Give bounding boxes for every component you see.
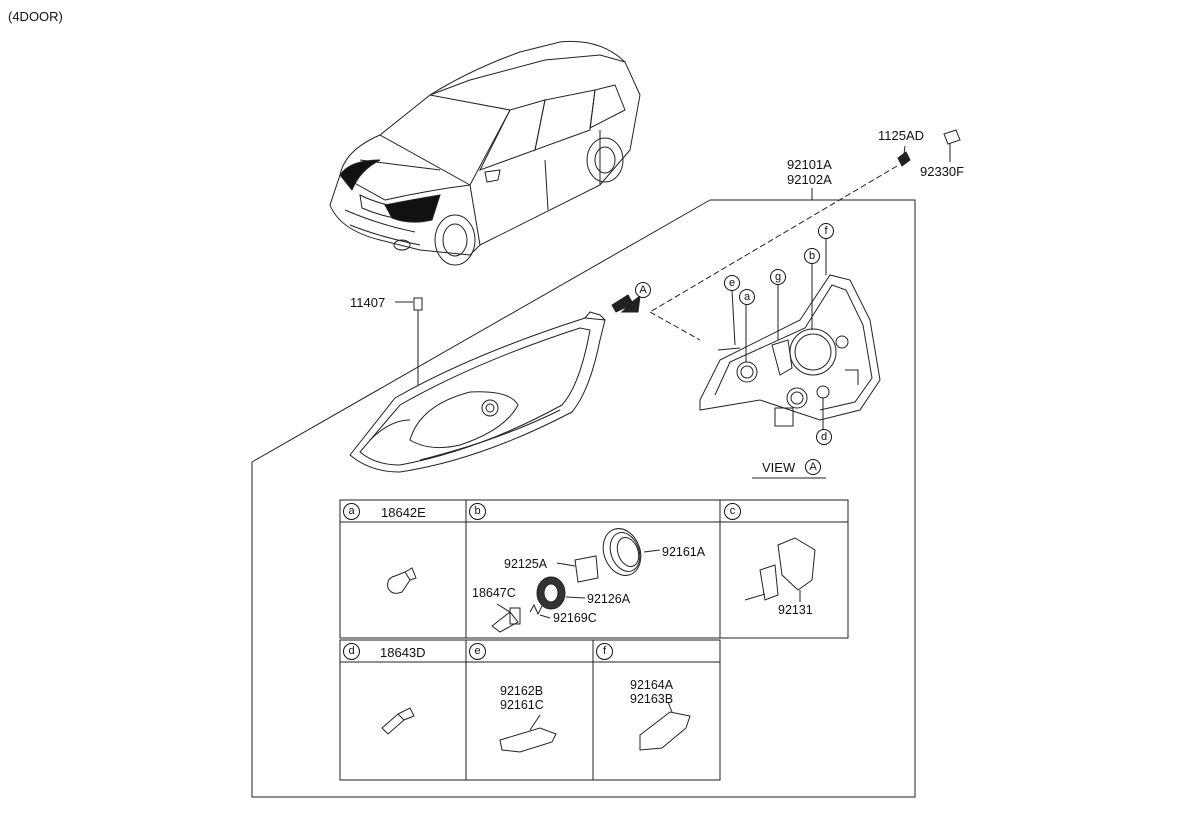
bulb-d-drawing [381,707,415,735]
view-label: VIEW [762,460,796,475]
headlamp-assembly [349,297,606,473]
callout-f: f [818,223,834,239]
panel-f-part2: 92163B [630,692,674,706]
panel-b-part-92169c: 92169C [553,611,597,625]
view-a-drawing [699,238,881,479]
panel-e-drawing [499,714,557,753]
callout-e: e [724,275,740,291]
panel-b-part-92161a: 92161A [662,545,706,559]
panel-f-drawing [639,701,691,751]
view-arrow [611,294,641,313]
parts-grid [339,499,849,781]
panel-e-part2: 92161C [500,698,544,712]
assembly-outline [251,199,916,798]
callout-a1: a [739,289,755,305]
variant-label: (4DOOR) [8,9,63,24]
panel-d-part: 18643D [380,645,426,660]
panel-b-drawing [491,528,661,633]
panel-a-part: 18642E [381,505,426,520]
panel-f-letter: f [596,643,613,660]
panel-b-part-92126a: 92126A [587,592,631,606]
panel-a-letter: a [343,503,360,520]
callout-g: g [770,269,786,285]
part-number-rh: 92102A [787,172,832,187]
part-number-screw: 1125AD [878,128,925,143]
arrow-letter-circle: A [635,282,651,298]
part-number-lh: 92101A [787,157,832,172]
part-number-bolt: 11407 [350,295,386,310]
callout-d: d [816,429,832,445]
panel-c-letter: c [724,503,741,520]
bulb-a-drawing [387,567,417,594]
car-illustration [329,40,641,266]
screw-clip-drawing [897,129,961,167]
panel-c-drawing [744,537,816,602]
panel-d-letter: d [343,643,360,660]
panel-e-part1: 92162B [500,684,544,698]
panel-e-letter: e [469,643,486,660]
view-letter-circle: A [805,459,821,475]
panel-c-part: 92131 [778,603,813,617]
panel-b-part-92125a: 92125A [504,557,548,571]
panel-b-part-18647c: 18647C [472,586,516,600]
panel-f-part1: 92164A [630,678,674,692]
callout-b: b [804,248,820,264]
panel-b-letter: b [469,503,486,520]
part-number-clip: 92330F [920,164,965,179]
